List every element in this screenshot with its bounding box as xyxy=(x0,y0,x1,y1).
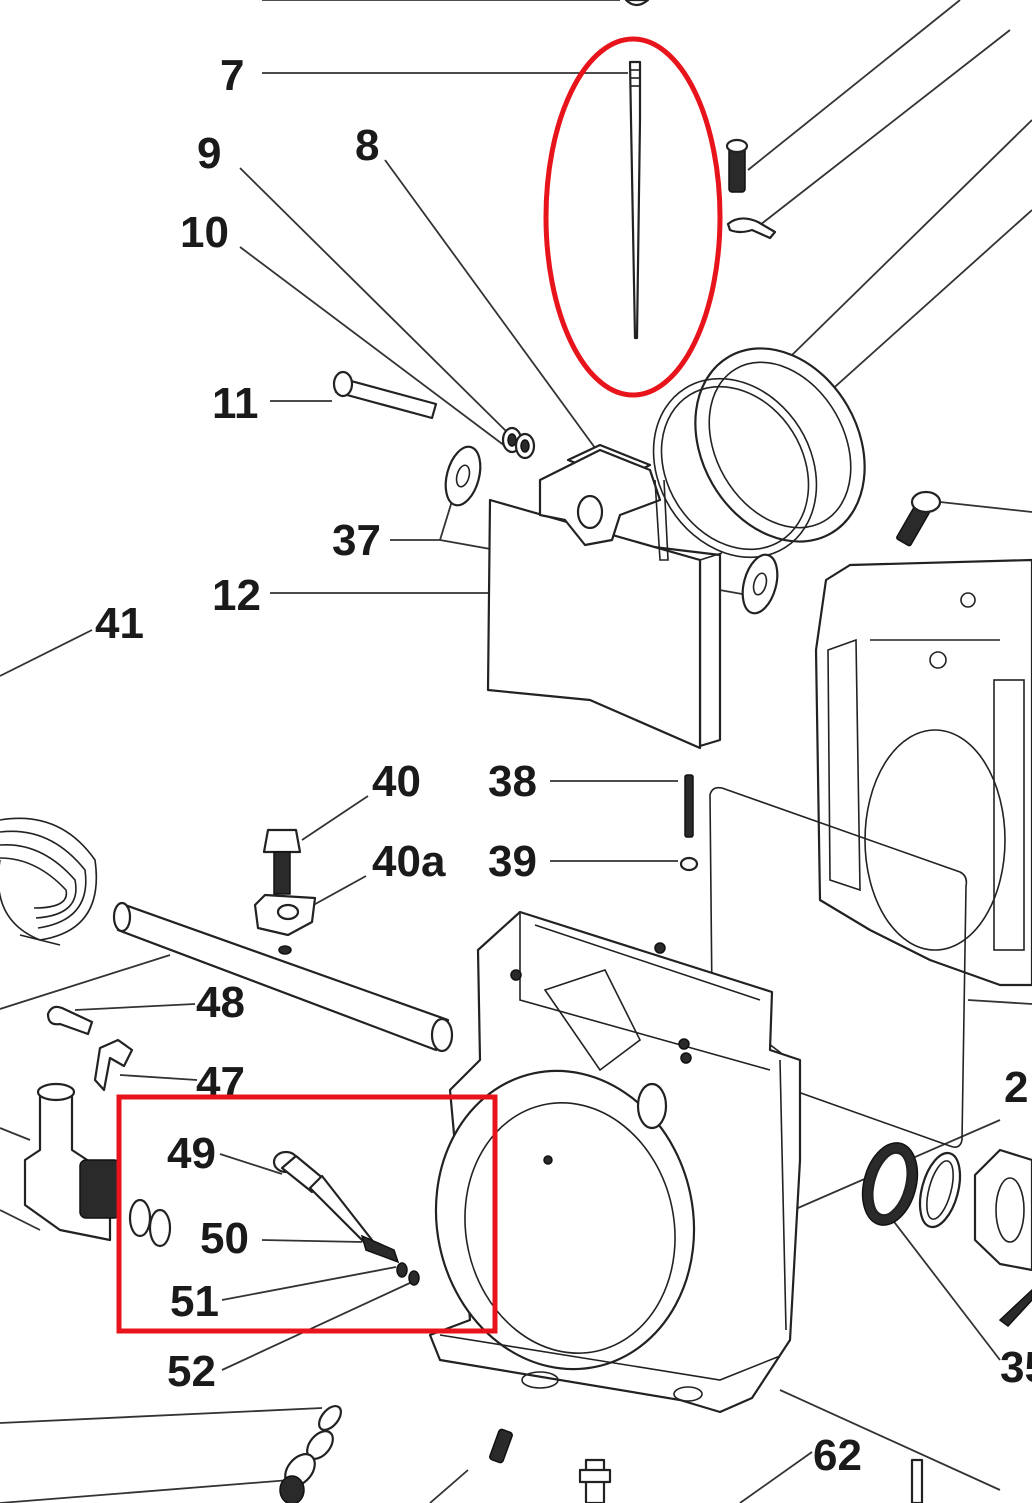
label-38: 38 xyxy=(488,757,537,806)
part-40a-bracket xyxy=(253,893,317,937)
highlight-ellipse-needle xyxy=(543,36,723,398)
part-48-screw xyxy=(46,1005,94,1036)
part-labels: 7 8 9 10 11 37 12 41 40 40a 38 39 48 47 … xyxy=(95,51,1032,1480)
label-35: 35 xyxy=(1000,1343,1032,1392)
part-fitting-nut-right xyxy=(973,1148,1032,1272)
part-62-fitting xyxy=(578,1458,612,1503)
label-9: 9 xyxy=(197,129,221,178)
part-needle-jet-bottom xyxy=(910,1458,924,1503)
part-40-bolt xyxy=(262,828,302,895)
part-screw-lower-right xyxy=(998,1288,1032,1328)
highlights xyxy=(116,36,723,1334)
label-7: 7 xyxy=(220,51,244,100)
label-47: 47 xyxy=(196,1058,245,1107)
label-2: 2 xyxy=(1004,1063,1028,1112)
part-elbow-fitting-left xyxy=(23,1082,172,1248)
part-35-coil-spring xyxy=(861,1142,919,1226)
part-washers-bottom-left xyxy=(279,1405,342,1503)
part-clip-upper-right xyxy=(726,217,777,240)
part-2-o-ring xyxy=(918,1151,962,1229)
part-38-pin xyxy=(684,774,694,838)
label-51: 51 xyxy=(170,1277,219,1326)
part-intake-ring xyxy=(694,347,866,543)
label-40a: 40a xyxy=(372,837,446,886)
part-39-small-ring xyxy=(679,856,699,872)
label-49: 49 xyxy=(167,1129,216,1178)
label-10: 10 xyxy=(180,208,229,257)
part-screw-right xyxy=(896,490,942,547)
part-37-washer-right xyxy=(741,553,779,615)
label-40: 40 xyxy=(372,757,421,806)
label-37: 37 xyxy=(332,516,381,565)
label-12: 12 xyxy=(212,571,261,620)
part-carburettor-body xyxy=(428,910,802,1414)
label-62: 62 xyxy=(813,1431,862,1480)
part-41-spring xyxy=(0,817,98,946)
part-jet-bottom xyxy=(489,1428,513,1464)
highlight-rect-pilot-screw xyxy=(116,1094,498,1334)
label-50: 50 xyxy=(200,1214,249,1263)
part-11-pin xyxy=(332,370,438,420)
label-11: 11 xyxy=(212,379,259,428)
part-9-10-washers xyxy=(501,426,536,460)
part-8-slide-carrier xyxy=(538,448,669,561)
label-52: 52 xyxy=(167,1347,216,1396)
label-39: 39 xyxy=(488,837,537,886)
part-37-washer-left xyxy=(444,445,482,507)
part-screw-upper-right xyxy=(725,138,749,193)
part-51-washer xyxy=(396,1262,408,1278)
label-41: 41 xyxy=(95,599,144,648)
label-8: 8 xyxy=(355,121,379,170)
part-49-pilot-screw xyxy=(272,1150,374,1246)
part-6-top-stub xyxy=(262,0,650,7)
part-o-ring xyxy=(652,377,818,559)
part-guide-body-right xyxy=(814,558,1032,987)
part-7-jet-needle xyxy=(628,60,642,340)
part-47-clip xyxy=(93,1038,134,1092)
label-48: 48 xyxy=(196,978,245,1027)
part-50-spring xyxy=(360,1234,400,1264)
part-52-o-ring xyxy=(408,1270,420,1286)
part-throttle-shaft xyxy=(112,901,454,1053)
part-gasket xyxy=(709,786,968,1148)
